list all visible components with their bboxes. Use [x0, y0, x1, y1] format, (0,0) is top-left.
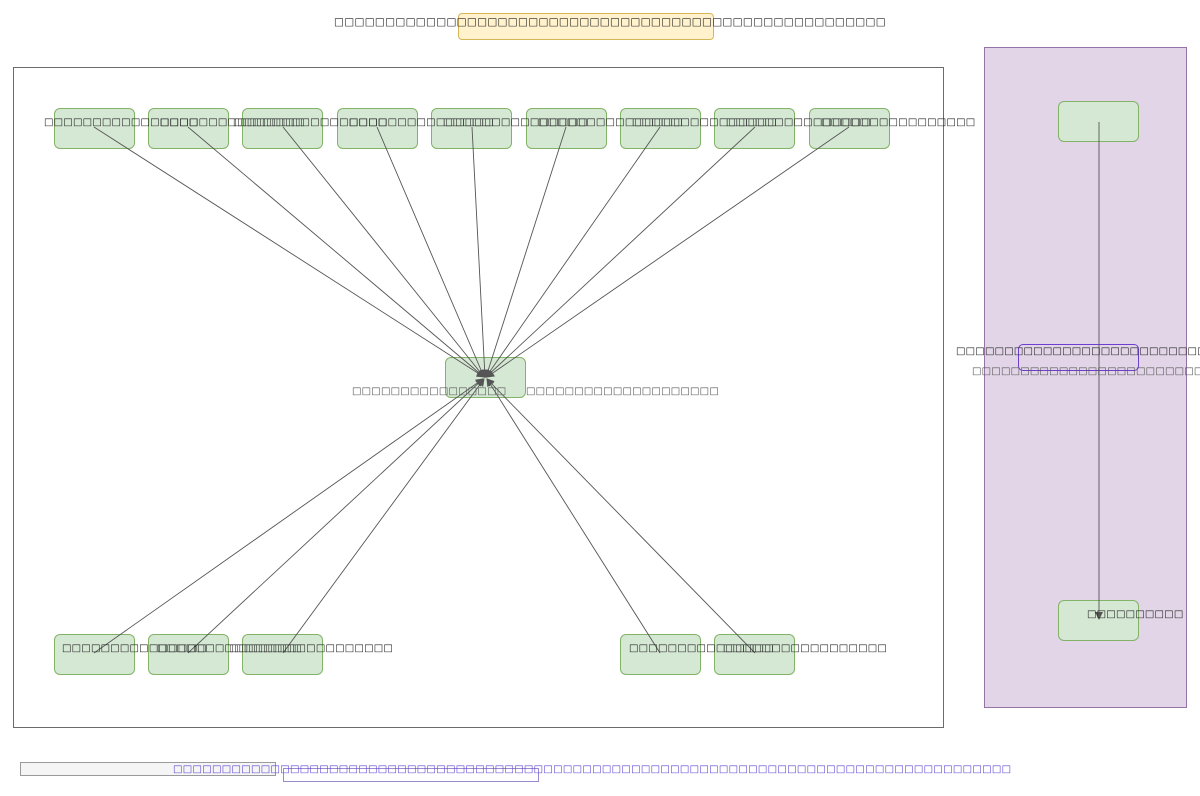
top-node-1-label: □□□□□□□□□□□□□□□□	[44, 117, 199, 128]
main-container-frame	[13, 67, 944, 728]
bottom-node-1-label: □□□□□□□□□□□□□□□	[62, 643, 207, 654]
bottom-node-3[interactable]	[242, 634, 323, 675]
bottom-node-1[interactable]	[54, 634, 135, 675]
edge-top-3	[282, 126, 485, 378]
edge-bottom-1	[93, 378, 484, 654]
footer-link[interactable]: □□□□□□□□□□□□□□□□□□□□□□□□□□□□□□□□□□□□□□□□…	[173, 764, 1012, 775]
top-node-2-label: □□□□□□□□□□□□□□□	[160, 117, 305, 128]
bottom-node-2[interactable]	[148, 634, 229, 675]
edge-top-1	[93, 126, 485, 378]
top-node-1[interactable]	[54, 108, 135, 149]
bottom-node-3-label: □□□□□□□□□□□□□□□□□	[229, 643, 394, 654]
bottom-node-4[interactable]	[620, 634, 701, 675]
bottom-node-4-label: □□□□□□□□□□□□□□□	[629, 643, 774, 654]
top-node-3[interactable]	[242, 108, 323, 149]
edge-bottom-3	[282, 378, 485, 654]
top-node-4-label: □□□□□□□□□□□□□□□	[349, 117, 494, 128]
top-node-6[interactable]	[526, 108, 607, 149]
side-panel	[984, 47, 1187, 708]
edge-top-6	[484, 126, 567, 378]
top-node-8-label: □□□□□□□□□□□□□□□	[726, 117, 871, 128]
bottom-node-5[interactable]	[714, 634, 795, 675]
bottom-node-5-label: □□□□□□□□□□□□□□□□□	[723, 643, 888, 654]
side-gray-label: □□□□□□□□□□□□□□□□□□□□□□□□□□□□□□□□□□□□□	[972, 366, 1200, 377]
center-edge-label-left: □□□□□□□□□□□□□□□□	[352, 386, 507, 397]
diagram-title: □□□□□□□□□□□□□□□□□□□□□□□□□□□□□□□□□□□□□□□□…	[334, 16, 886, 28]
edge-top-7	[485, 126, 661, 378]
edge-top-2	[187, 126, 485, 378]
top-node-7[interactable]	[620, 108, 701, 149]
side-bottom-node-label: □□□□□□□□□□	[1087, 609, 1184, 620]
top-node-9[interactable]	[809, 108, 890, 149]
top-node-5[interactable]	[431, 108, 512, 149]
side-purple-label-box[interactable]	[1018, 344, 1139, 371]
edge-top-4	[376, 126, 485, 378]
edge-bottom-5	[486, 378, 756, 654]
top-node-2[interactable]	[148, 108, 229, 149]
top-node-9-label: □□□□□□□□□□□□□□□□	[821, 117, 976, 128]
top-node-7-label: □□□□□□□□□□□□□□□	[632, 117, 777, 128]
side-bottom-node[interactable]	[1058, 600, 1139, 641]
side-top-node[interactable]	[1058, 101, 1139, 142]
top-node-6-label: □□□□□□□□□□□□□□□	[538, 117, 683, 128]
edge-top-5	[471, 126, 489, 378]
edge-top-8	[485, 126, 756, 378]
edge-top-9	[486, 126, 850, 378]
edge-bottom-2	[187, 378, 484, 654]
top-node-5-label: □□□□□□□□□□□□□□□	[443, 117, 588, 128]
top-node-3-label: □□□□□□□□□□□□□□□□	[233, 117, 388, 128]
edge-bottom-4	[486, 378, 661, 654]
center-edge-label-right: □□□□□□□□□□□□□□□□□□□□	[526, 386, 719, 397]
title-box	[458, 13, 714, 40]
footer-box-right	[283, 768, 539, 782]
side-purple-label: □□□□□□□□□□□□□□□□□□□□□□□□□□□□□□□□□□□□□□□	[956, 346, 1200, 357]
bottom-node-2-label: □□□□□□□□□□□□□□□	[157, 643, 302, 654]
top-node-8[interactable]	[714, 108, 795, 149]
footer-box-left	[20, 762, 276, 776]
